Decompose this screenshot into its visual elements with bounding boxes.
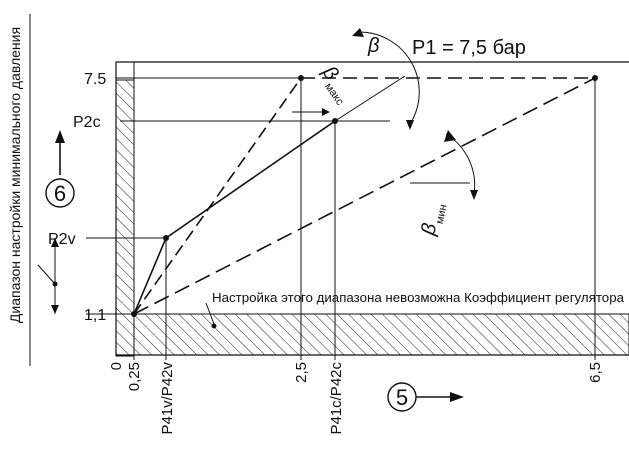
beta-label: β: [367, 35, 379, 57]
x-axis-marker-number: 5: [396, 385, 408, 410]
chart-title: P1 = 7,5 бар: [412, 37, 526, 59]
solid-characteristic-line: [133, 120, 336, 315]
range-arrow-up: [51, 238, 59, 247]
point-p2v: [163, 235, 169, 241]
y-axis-marker-number: 6: [54, 181, 66, 206]
beta-max-symbol: β: [317, 61, 342, 84]
beta-min-arc-arrow-bottom: [470, 190, 478, 200]
dashed-line-max: [133, 77, 302, 315]
beta-arc: [359, 31, 420, 125]
dashed-line-min: [133, 77, 596, 315]
note-leader: [205, 302, 215, 325]
point-max: [298, 75, 304, 81]
x-label-0-25: 0,25: [126, 362, 143, 391]
y-label-7-5: 7.5: [84, 71, 106, 88]
beta-max-subscript: макс: [322, 81, 346, 108]
y-label-p2c: P2c: [73, 114, 101, 131]
beta-arc-arrow-top: [352, 28, 364, 37]
x-label-p41v: P41v/P42v: [159, 362, 176, 435]
beta-min-symbol: β: [417, 221, 441, 238]
point-origin: [131, 311, 137, 317]
x-direction-arrowhead: [450, 392, 464, 402]
beta-min-arc-arrow-top: [444, 130, 456, 142]
y-direction-arrowhead: [55, 130, 65, 143]
range-arrow-down: [51, 305, 59, 314]
bottom-hatched-region: [133, 313, 629, 356]
x-label-p41c: P41c/P42c: [328, 362, 345, 435]
beta-min-label: β мин: [417, 203, 450, 238]
note-leader-dot: [211, 323, 217, 329]
x-label-0: 0: [108, 362, 125, 370]
x-label-6-5: 6,5: [587, 362, 604, 383]
y-label-1-1: 1,1: [84, 307, 106, 324]
y-label-p2v: P2v: [48, 231, 76, 248]
y-axis-title: Диапазон настройки минимального давления: [7, 27, 23, 323]
range-leader: [37, 264, 56, 285]
beta-leader: [334, 75, 406, 122]
beta-min-subscript: мин: [434, 203, 450, 225]
hatch-note: Настройка этого диапазона невозможна Коэ…: [212, 291, 624, 305]
beta-max-label: β макс: [317, 61, 346, 108]
beta-min-arc: [445, 133, 476, 195]
beta-max-arrow: [322, 108, 330, 116]
y-axis-marker-circle: [45, 178, 75, 208]
x-label-2-5: 2,5: [293, 362, 310, 383]
beta-arc-arrow-bottom: [406, 120, 414, 130]
point-top-right: [592, 75, 598, 81]
